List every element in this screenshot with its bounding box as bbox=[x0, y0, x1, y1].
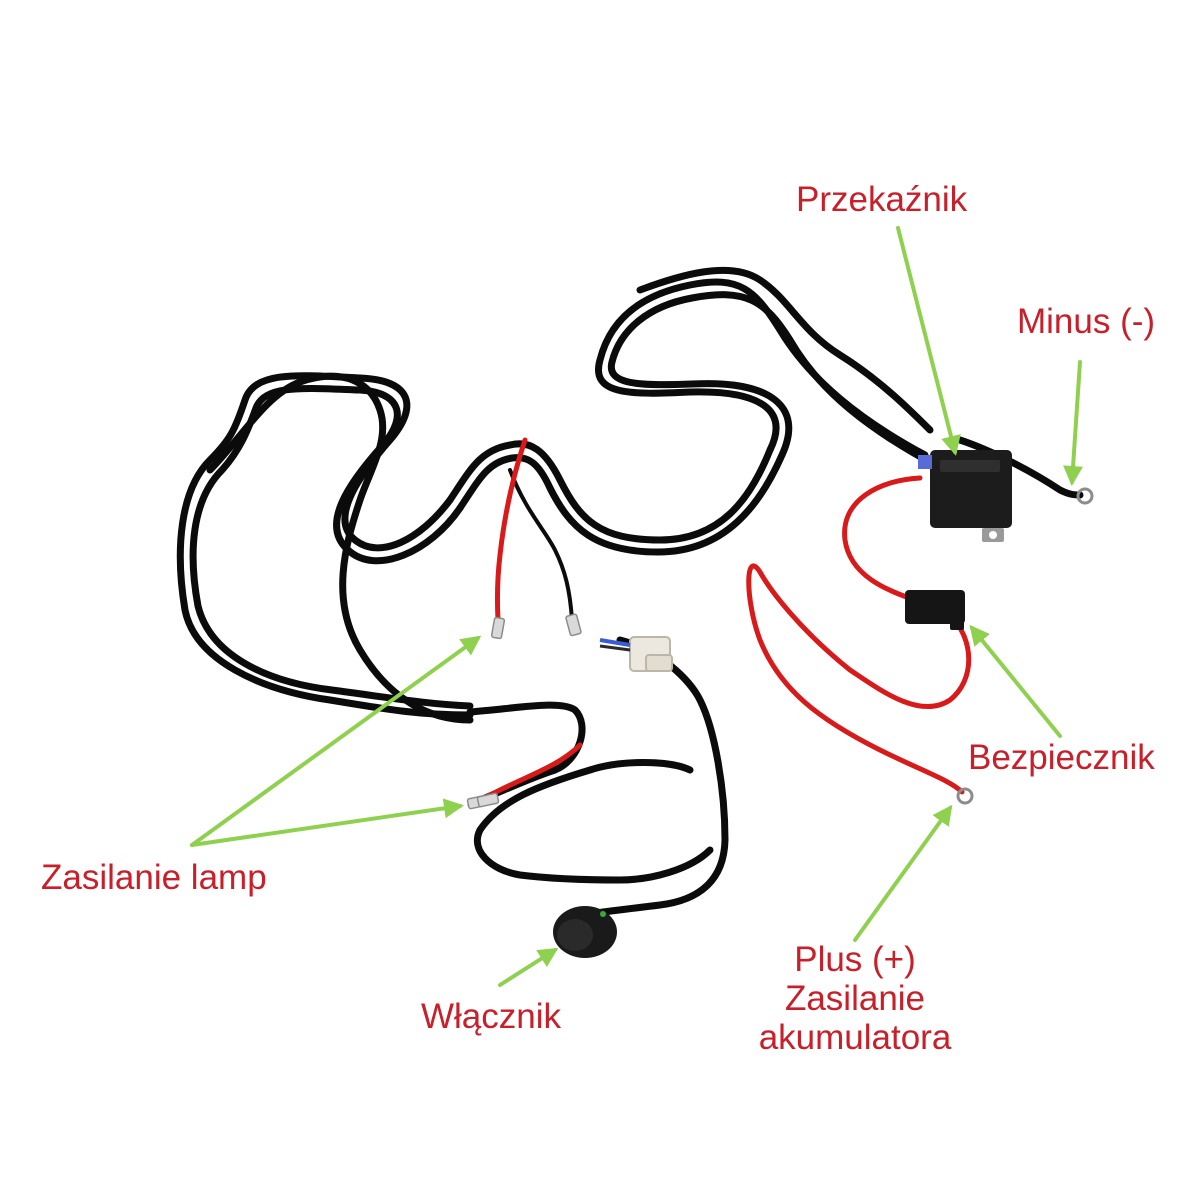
arrow-lamp-2 bbox=[190, 798, 464, 847]
white-plug-connector bbox=[599, 636, 673, 672]
relay-block bbox=[918, 450, 1012, 542]
label-switch: Włącznik bbox=[421, 997, 562, 1036]
callout-arrows bbox=[190, 226, 1084, 987]
arrow-minus bbox=[1063, 360, 1084, 486]
arrow-lamp-1 bbox=[190, 635, 482, 847]
label-lamp-power: Zasilanie lamp bbox=[41, 858, 267, 897]
arrow-battery bbox=[853, 804, 953, 942]
label-relay: Przekaźnik bbox=[796, 180, 968, 219]
label-plus-line1: Plus (+) bbox=[794, 940, 916, 979]
spade-and-ring-terminals bbox=[466, 487, 1094, 810]
label-plus-line3: akumulatora bbox=[758, 1018, 952, 1057]
lamp-ground-lead bbox=[508, 468, 574, 622]
label-plus-group: Plus (+) Zasilanie akumulatora bbox=[730, 940, 980, 1057]
main-black-harness bbox=[176, 266, 1084, 918]
label-plus-line2: Zasilanie bbox=[784, 979, 926, 1018]
rocker-switch bbox=[553, 906, 617, 958]
inline-fuse-holder bbox=[905, 590, 965, 630]
arrow-switch bbox=[498, 947, 559, 987]
label-minus: Minus (-) bbox=[1017, 302, 1156, 341]
label-fuse: Bezpiecznik bbox=[968, 738, 1155, 777]
arrow-relay bbox=[896, 226, 961, 456]
arrow-fuse bbox=[969, 624, 1062, 738]
red-power-wires bbox=[467, 437, 972, 808]
